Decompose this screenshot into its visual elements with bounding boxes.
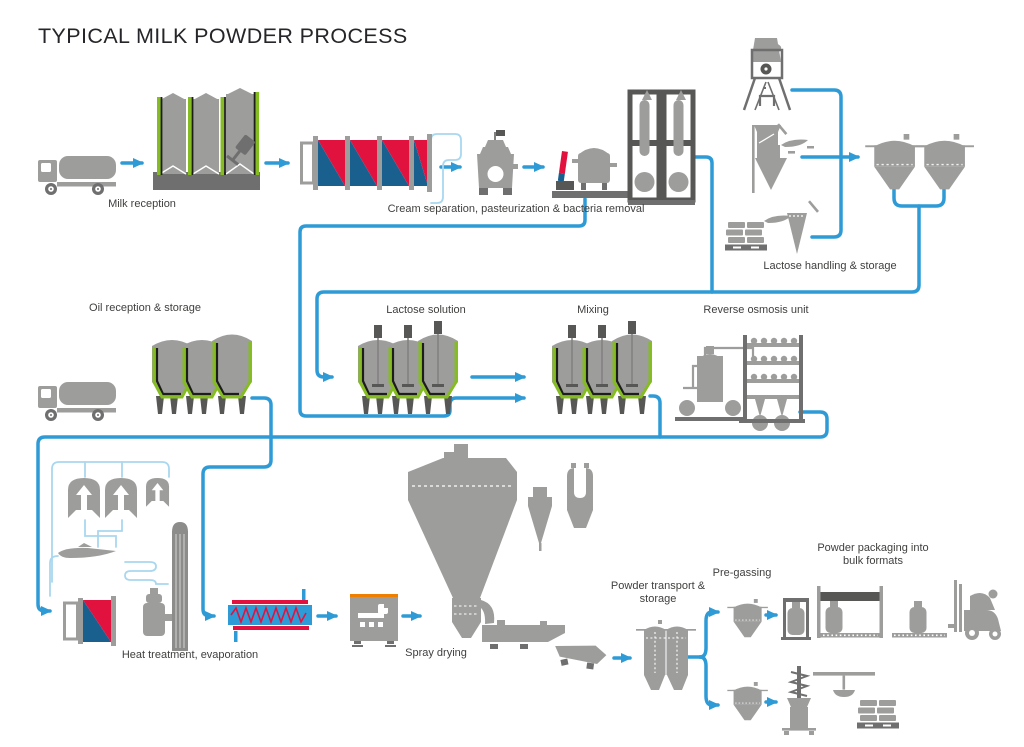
cyclone-icon	[528, 487, 552, 551]
powder-silos-icon	[636, 620, 696, 690]
label-lactose-solution: Lactose solution	[386, 304, 466, 316]
label-powder-packaging: Powder packaging into bulk formats	[817, 542, 929, 568]
arrow-split-to-pregas-bottom	[698, 655, 720, 710]
evap-plate-hx-icon	[63, 596, 116, 646]
lactose-bag-pallet-icon	[725, 200, 819, 254]
line-ro-to-evaporation	[36, 410, 829, 616]
flow-lines	[36, 88, 946, 710]
oil-truck-icon	[38, 382, 116, 421]
label-pre-gassing: Pre-gassing	[712, 567, 772, 579]
label-reverse-osmosis: Reverse osmosis unit	[703, 304, 809, 316]
high-pressure-pump-icon	[350, 594, 398, 647]
oil-storage-tanks-icon	[150, 333, 254, 416]
thin-piping	[49, 133, 462, 597]
silo-valve-icon	[226, 134, 255, 166]
bigbag-unloader-icon	[742, 38, 792, 111]
packaging-gantry-icon	[817, 586, 883, 638]
line-oil-to-heater	[201, 396, 273, 621]
sack-filler-auger-icon	[782, 666, 816, 735]
line-mixing-out	[648, 394, 662, 439]
pre-gassing-bin-icon	[726, 681, 769, 721]
bactofuge-unit-icon	[552, 148, 632, 198]
bigbag-filling-icon	[781, 598, 811, 640]
mixing-tanks-icon	[552, 321, 652, 414]
bag-filter-icon	[567, 463, 593, 528]
lactose-storage-bin-icon	[864, 133, 925, 191]
check-scale-icon	[813, 672, 875, 697]
evap-column-icon	[172, 522, 188, 651]
label-milk-reception: Milk reception	[108, 198, 176, 210]
evaporator-icon	[58, 478, 188, 651]
line-bigbag-and-sack-merge	[790, 88, 843, 239]
label-lactose-handling: Lactose handling & storage	[763, 260, 897, 272]
finished-pallet-icon	[857, 700, 899, 729]
milk-silos-icon	[153, 88, 260, 190]
separator-icon	[477, 130, 518, 195]
arrow-split-to-pregas-top	[698, 607, 720, 659]
label-spray-drying: Spray drying	[405, 647, 467, 659]
label-oil-reception: Oil reception & storage	[89, 302, 201, 314]
label-mixing: Mixing	[577, 304, 609, 316]
sack-tip-station-icon	[752, 123, 814, 193]
bacteria-removal-columns-icon	[627, 89, 696, 205]
line-lactose-bins-merge	[892, 182, 946, 208]
lactose-solution-tanks-icon	[358, 321, 458, 414]
label-cream-separation: Cream separation, pasteurization & bacte…	[387, 203, 645, 215]
reverse-osmosis-unit-icon	[675, 335, 805, 431]
line-bacteria-columns-down	[692, 155, 714, 294]
label-powder-transport: Powder transport & storage	[610, 580, 706, 606]
fluid-bed-icon	[482, 620, 607, 670]
spray-dryer-icon	[408, 444, 517, 638]
milk-truck-icon	[38, 156, 116, 195]
tubular-heater-icon	[228, 589, 312, 642]
line-lactose-to-solution-tanks	[315, 204, 921, 382]
plate-heat-exchanger-icon	[300, 134, 432, 192]
outfeed-conveyor-icon	[892, 601, 947, 638]
pipe-holding-coil	[124, 561, 169, 585]
pipe-evaporator-loop	[51, 461, 170, 583]
lactose-storage-bin-icon	[914, 133, 975, 191]
preheater-wing-icon	[58, 543, 116, 558]
forklift-icon	[948, 580, 1001, 640]
page-title: TYPICAL MILK POWDER PROCESS	[38, 24, 408, 48]
label-heat-treatment: Heat treatment, evaporation	[121, 649, 259, 661]
pre-gassing-bin-icon	[726, 598, 769, 638]
pipe-pasteurizer-loop	[430, 133, 462, 204]
